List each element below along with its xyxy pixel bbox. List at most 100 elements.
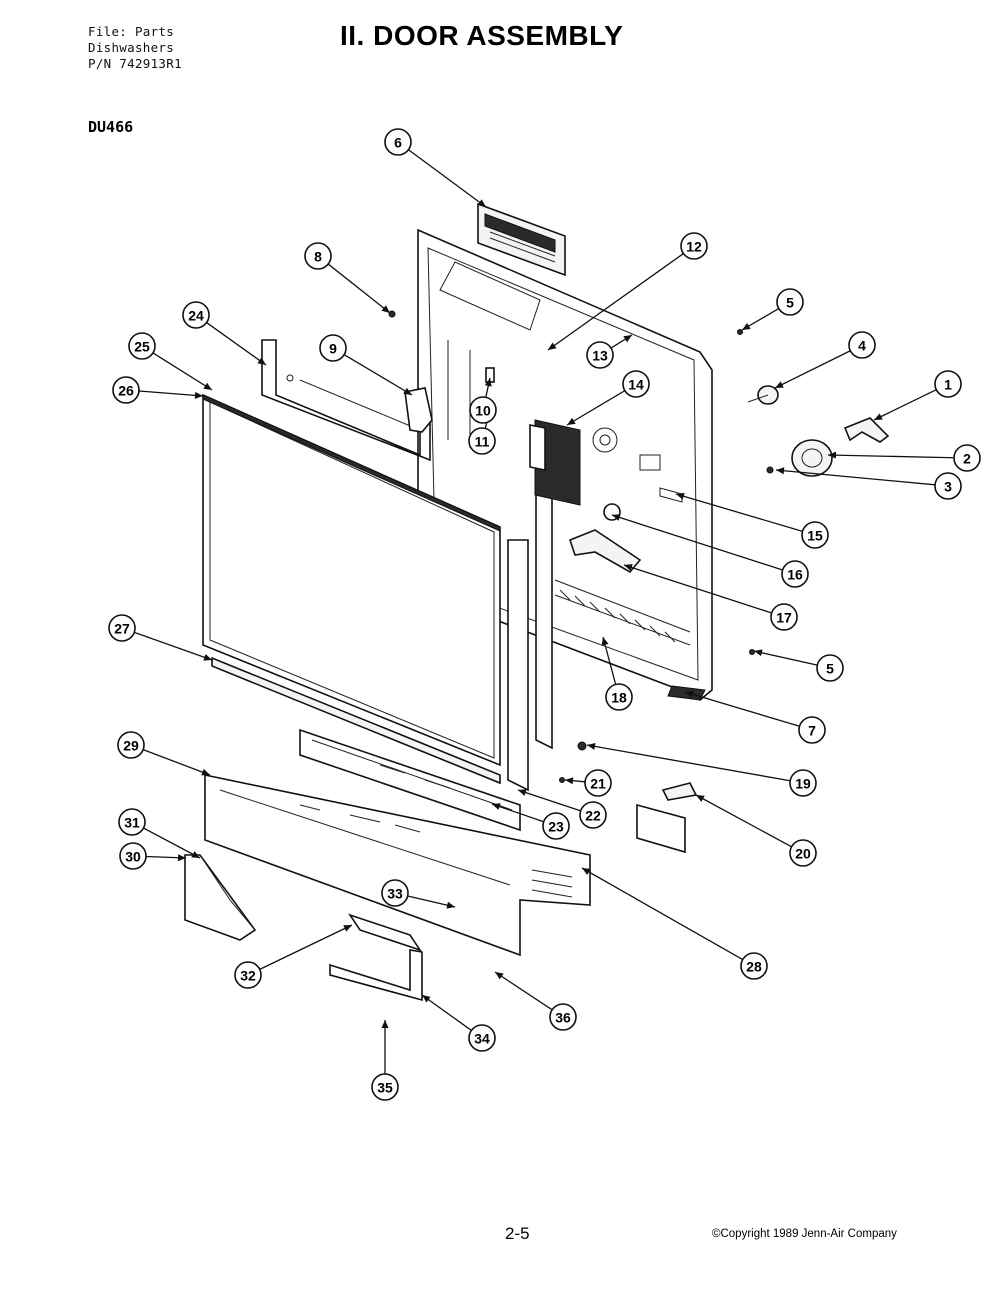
leader-line-34 xyxy=(421,994,472,1031)
leader-arrow-35 xyxy=(381,1020,389,1028)
callout-label: 25 xyxy=(134,339,150,355)
leader-arrow-18 xyxy=(601,637,609,646)
leader-arrow-34 xyxy=(422,995,431,1003)
callout-5: 5 xyxy=(776,288,804,316)
callout-8: 8 xyxy=(304,242,332,270)
leader-line-9 xyxy=(343,354,413,396)
callout-31: 31 xyxy=(118,808,146,836)
leader-arrow-6 xyxy=(477,199,486,207)
callout-circle xyxy=(119,842,147,870)
callout-label: 36 xyxy=(555,1010,571,1026)
leader-line-16 xyxy=(611,514,783,571)
callout-11: 11 xyxy=(468,427,496,455)
callout-15: 15 xyxy=(801,521,829,549)
leader-line-19 xyxy=(586,744,791,782)
callout-circle xyxy=(740,952,768,980)
leader-arrow-10 xyxy=(484,378,492,387)
leader-line-7 xyxy=(684,691,800,727)
leader-arrow-4 xyxy=(775,381,784,388)
leader-line-27 xyxy=(134,631,213,661)
callout-circle xyxy=(468,1024,496,1052)
callout-label: 33 xyxy=(387,886,403,902)
leader-arrow-26 xyxy=(194,391,203,399)
callout-circle xyxy=(798,716,826,744)
callouts: 1234556789101112131415161718192021222324… xyxy=(108,128,981,1101)
leader-arrow-31 xyxy=(191,851,200,858)
callout-label: 22 xyxy=(585,808,601,824)
leader-line-29 xyxy=(142,749,211,776)
callout-circle xyxy=(953,444,981,472)
leader-line-25 xyxy=(152,352,213,391)
leader-line-3 xyxy=(775,469,936,486)
leader-arrow-27 xyxy=(203,654,212,661)
leader-arrow-8 xyxy=(381,305,390,313)
callout-circle xyxy=(118,808,146,836)
callout-21: 21 xyxy=(584,769,612,797)
callout-circle xyxy=(816,654,844,682)
bottom-trim xyxy=(211,656,501,785)
callout-label: 27 xyxy=(114,621,130,637)
callout-17: 17 xyxy=(770,603,798,631)
callout-circle xyxy=(381,879,409,907)
callout-20: 20 xyxy=(789,839,817,867)
leader-arrow-24 xyxy=(257,357,266,365)
leader-line-26 xyxy=(138,390,204,397)
leader-arrow-21 xyxy=(565,777,574,785)
leader-arrow-30 xyxy=(177,854,186,862)
callout-circle xyxy=(848,331,876,359)
callout-12: 12 xyxy=(680,232,708,260)
callout-circle xyxy=(549,1003,577,1031)
callout-5: 5 xyxy=(816,654,844,682)
leader-line-23 xyxy=(491,803,544,823)
callout-10: 10 xyxy=(469,396,497,424)
callout-26: 26 xyxy=(112,376,140,404)
callout-label: 13 xyxy=(592,348,608,364)
leader-arrow-17 xyxy=(624,564,633,571)
callout-29: 29 xyxy=(117,731,145,759)
leader-arrow-20 xyxy=(696,795,705,802)
callout-label: 14 xyxy=(628,377,644,393)
callout-circle xyxy=(319,334,347,362)
callout-19: 19 xyxy=(789,769,817,797)
leader-line-22 xyxy=(517,789,581,812)
leader-line-36 xyxy=(494,971,553,1011)
callout-label: 23 xyxy=(548,819,564,835)
side-channel xyxy=(507,469,553,792)
leader-line-32 xyxy=(259,924,353,970)
callout-label: 8 xyxy=(314,249,322,265)
callout-circle xyxy=(680,232,708,260)
callout-label: 3 xyxy=(944,479,952,495)
callout-label: 31 xyxy=(124,815,140,831)
callout-circle xyxy=(384,128,412,156)
leader-line-2 xyxy=(827,454,955,459)
mounting-brackets xyxy=(329,913,423,1002)
callout-circle xyxy=(117,731,145,759)
callout-circle xyxy=(234,961,262,989)
callout-14: 14 xyxy=(622,370,650,398)
callout-circle xyxy=(542,812,570,840)
page-title: II. DOOR ASSEMBLY xyxy=(340,20,624,51)
callout-circle xyxy=(934,370,962,398)
leader-line-18 xyxy=(602,636,617,685)
leader-arrow-7 xyxy=(685,690,694,698)
vent-part xyxy=(477,202,566,277)
callout-label: 30 xyxy=(125,849,141,865)
leader-arrow-2 xyxy=(828,451,837,459)
page-number: 2-5 xyxy=(505,1224,530,1243)
callout-label: 19 xyxy=(795,776,811,792)
leader-line-31 xyxy=(143,827,201,859)
leader-line-14 xyxy=(566,390,626,426)
leader-arrow-3 xyxy=(776,467,785,475)
leader-line-15 xyxy=(675,493,803,532)
callout-circle xyxy=(586,341,614,369)
callout-circle xyxy=(605,683,633,711)
callout-32: 32 xyxy=(234,961,262,989)
callout-label: 29 xyxy=(123,738,139,754)
callout-label: 2 xyxy=(963,451,971,467)
leader-line-12 xyxy=(547,253,684,351)
file-line: File: Parts xyxy=(88,24,175,39)
callout-28: 28 xyxy=(740,952,768,980)
callout-circle xyxy=(182,301,210,329)
leader-arrow-12 xyxy=(548,342,557,350)
callout-1: 1 xyxy=(934,370,962,398)
